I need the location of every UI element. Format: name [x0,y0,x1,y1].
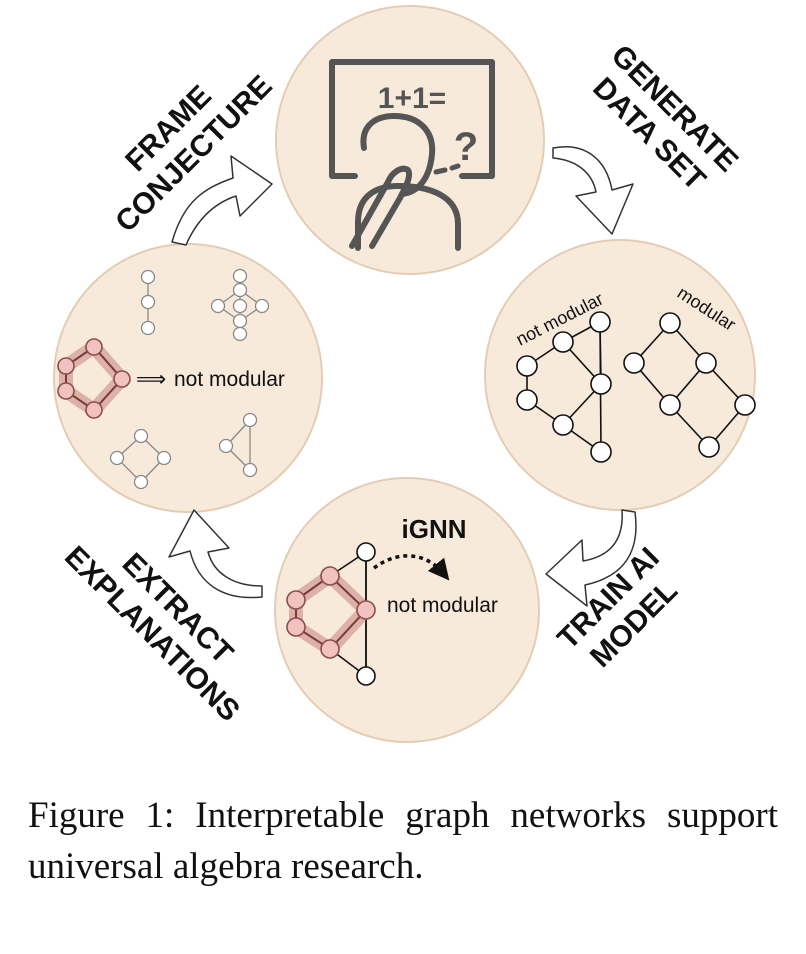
graph-node [590,373,612,395]
model-inference-arrow [372,554,450,581]
graph-node [109,450,125,466]
explanation-result: not modular [174,368,285,391]
graph-node [695,352,717,374]
circle-frame-conjecture [275,5,545,275]
graph-node [156,450,172,466]
graph-node [140,320,156,336]
graph-node [589,311,611,333]
highlighted-node [286,617,306,637]
head-icon [360,113,436,197]
graph-node [623,352,645,374]
dataset-graph-modular [623,312,756,458]
graph-node [218,438,234,454]
explanation-highlighted-sublattice [57,338,131,419]
cycle-arrow-to-dataset [552,146,634,235]
graph-node [242,412,258,428]
graph-node [232,313,248,329]
step-label-extract-explanations: EXTRACT EXPLANATIONS [58,540,246,728]
graph-node [516,355,538,377]
dataset-graph-not-modular [516,311,612,463]
highlighted-node [286,590,306,610]
graph-node [140,294,156,310]
cycle-arrow-to-frame [171,155,273,246]
explanation-graph-diamond [109,428,172,490]
graph-node [232,268,248,284]
model-name: iGNN [402,514,467,544]
graph-node [516,389,538,411]
question-mark-icon: ? [454,125,478,169]
cycle-arrow-to-explanations [168,509,263,599]
thinking-arm-icon [349,165,412,249]
graph-node [590,441,612,463]
figure-caption: Figure 1: Interpretable graph networks s… [28,795,778,887]
researcher-icon: 1+1= ? [329,59,495,251]
graph-node [242,462,258,478]
graph-node [232,326,248,342]
graph-node [133,474,149,490]
blackboard-icon [329,59,495,179]
graph-node [133,428,149,444]
graph-node [659,394,681,416]
graph-node [356,666,376,686]
graph-node [140,269,156,285]
graph-node [254,298,270,314]
shoulders-icon [355,183,461,251]
graph-node [210,298,226,314]
graph-node [232,282,248,298]
circle-data-set [484,239,756,511]
explanation-graph-lattice [210,268,270,342]
explanation-graphs [109,268,270,490]
graph-node [552,331,574,353]
implies-arrow: ⟹ [136,368,166,391]
graph-node [659,312,681,334]
highlighted-node [356,600,376,620]
cycle-arrow-to-model [545,509,637,607]
highlighted-node [320,639,340,659]
model-prediction: not modular [387,594,498,617]
highlighted-node [85,401,103,419]
highlighted-node [113,370,131,388]
explanation-graph-chain [140,269,156,336]
highlighted-node [320,566,340,586]
graph-node [232,298,248,314]
model-input-graph [286,542,376,686]
thought-dashes-icon [433,163,461,175]
graph-node [356,542,376,562]
step-label-frame-conjecture: FRAME CONJECTURE [109,69,278,238]
circle-ai-model [274,477,540,743]
highlighted-node [57,382,75,400]
graph-node [698,436,720,458]
graph-node [552,414,574,436]
graph-node [734,394,756,416]
board-equation: 1+1= [378,82,446,115]
highlighted-node [57,357,75,375]
explanation-graph-triangle [218,412,258,478]
highlighted-node [85,338,103,356]
